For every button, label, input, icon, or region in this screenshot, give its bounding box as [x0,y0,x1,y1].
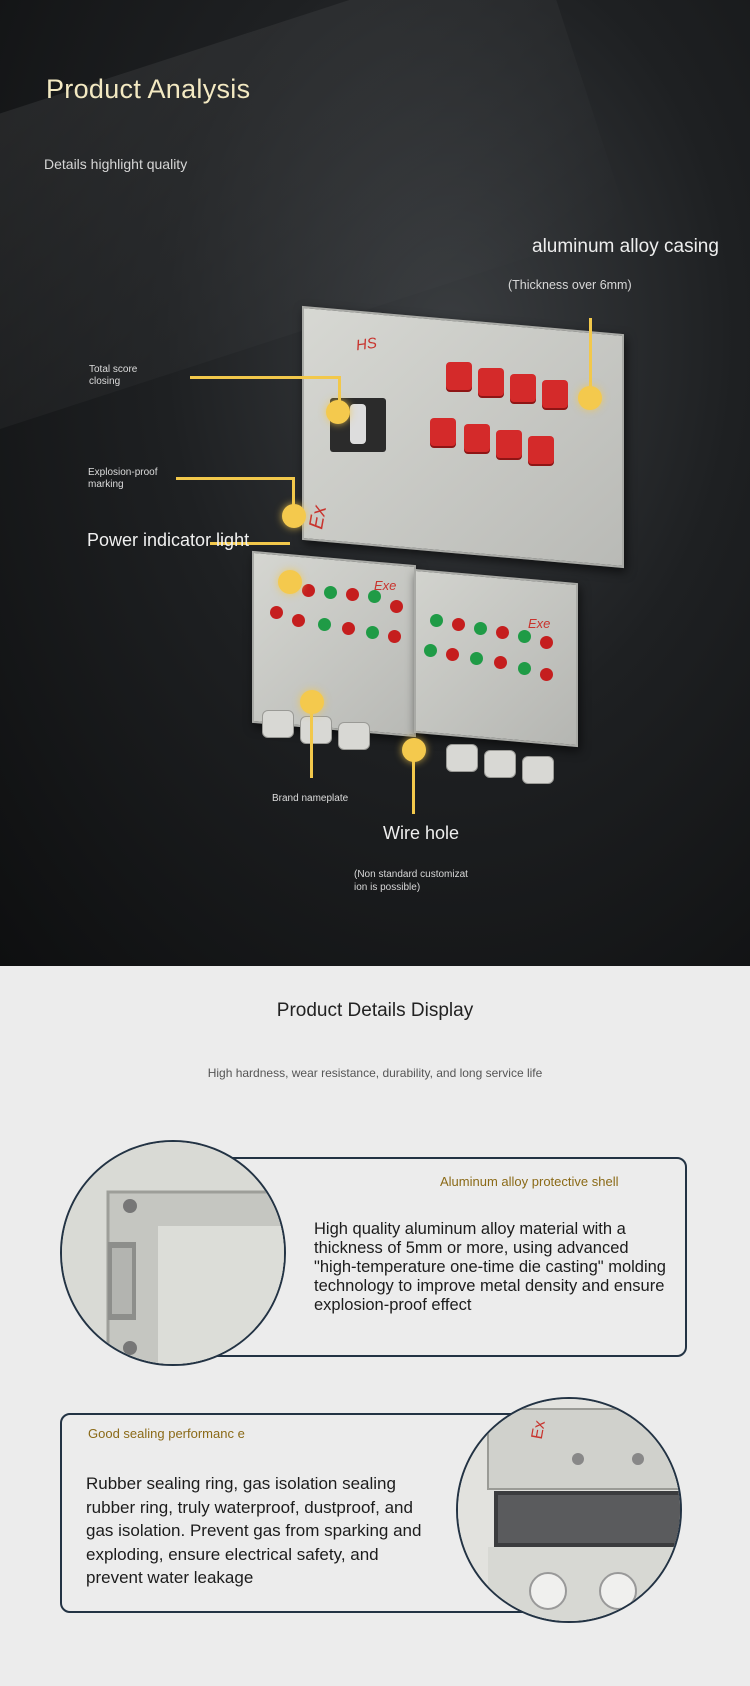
callout-line [310,706,313,778]
callout-line [412,750,415,814]
cable-port [300,716,332,744]
indicator-lamp [540,668,553,681]
callout-line [338,376,341,410]
feature-title: Aluminum alloy protective shell [440,1174,619,1189]
feature-description: Rubber sealing ring, gas isolation seali… [86,1474,422,1587]
indicator-lamp [324,586,337,599]
product-analysis-section: HS Ex Exe Exe Pro [0,0,750,966]
indicator-lamp [518,662,531,675]
callout-dot [278,570,302,594]
indicator-lamp [342,622,355,635]
indicator-lamp [318,618,331,631]
indicator-lamp [430,614,443,627]
callout-line [589,318,592,392]
sealing-closeup-image: Ex [456,1397,682,1623]
callout-line [210,542,290,545]
callout-line [176,477,294,480]
indicator-lamp [368,590,381,603]
callout-dot [282,504,306,528]
sealing-closeup-illustration [458,1399,680,1621]
indicator-lamp [388,630,401,643]
control-knob [464,424,490,452]
indicator-lamp [470,652,483,665]
casing-callout: aluminum alloy casing [532,236,719,257]
exe-label-right: Exe [528,616,551,631]
callout-dot [402,738,426,762]
callout-line [292,477,295,509]
ex-marking: Ex [305,504,332,531]
indicator-lamp [424,644,437,657]
main-switch [330,398,386,452]
feature-description: High quality aluminum alloy material wit… [314,1220,666,1314]
indicator-lamp [518,630,531,643]
page-title: Product Analysis [46,74,251,104]
control-knob [542,380,568,408]
indicator-lamp [390,600,403,613]
control-knob [496,430,522,458]
feature-title: Good sealing performanc e [88,1426,245,1441]
callout-dot [578,386,602,410]
cable-port [484,750,516,778]
shell-closeup-illustration [62,1142,284,1364]
indicator-lamp [540,636,553,649]
cable-port [262,710,294,738]
indicator-lamp [270,606,283,619]
cable-port [338,722,370,750]
ex-marking: Ex [528,1419,549,1441]
page-subtitle: Details highlight quality [44,156,188,172]
control-knob [528,436,554,464]
details-subheading: High hardness, wear resistance, durabili… [207,1066,543,1080]
indicator-lamp [346,588,359,601]
wire-hole-note: (Non standard customizat ion is possible… [354,869,468,893]
control-knob [478,368,504,396]
indicator-lamp [496,626,509,639]
cable-port [522,756,554,784]
explosion-marking-callout: Explosion-proof marking [88,467,158,490]
details-heading: Product Details Display [276,1000,474,1021]
score-closing-callout: Total score closing [89,364,138,387]
wire-hole-callout: Wire hole [383,823,460,843]
control-knob [446,362,472,390]
exe-label-left: Exe [374,578,397,593]
control-knob [430,418,456,446]
indicator-lamp [452,618,465,631]
casing-note: (Thickness over 6mm) [508,278,632,292]
indicator-lamp [494,656,507,669]
callout-dot [326,400,350,424]
shell-closeup-image [60,1140,286,1366]
indicator-lamp [446,648,459,661]
brand-logo: HS [354,334,378,355]
indicator-lamp [292,614,305,627]
callout-line [190,376,340,379]
indicator-lamp [302,584,315,597]
indicator-lamp [474,622,487,635]
power-light-callout: Power indicator light [87,530,250,550]
callout-dot [300,690,324,714]
cable-port [446,744,478,772]
brand-plate-callout: Brand nameplate [272,793,349,804]
indicator-lamp [366,626,379,639]
control-knob [510,374,536,402]
